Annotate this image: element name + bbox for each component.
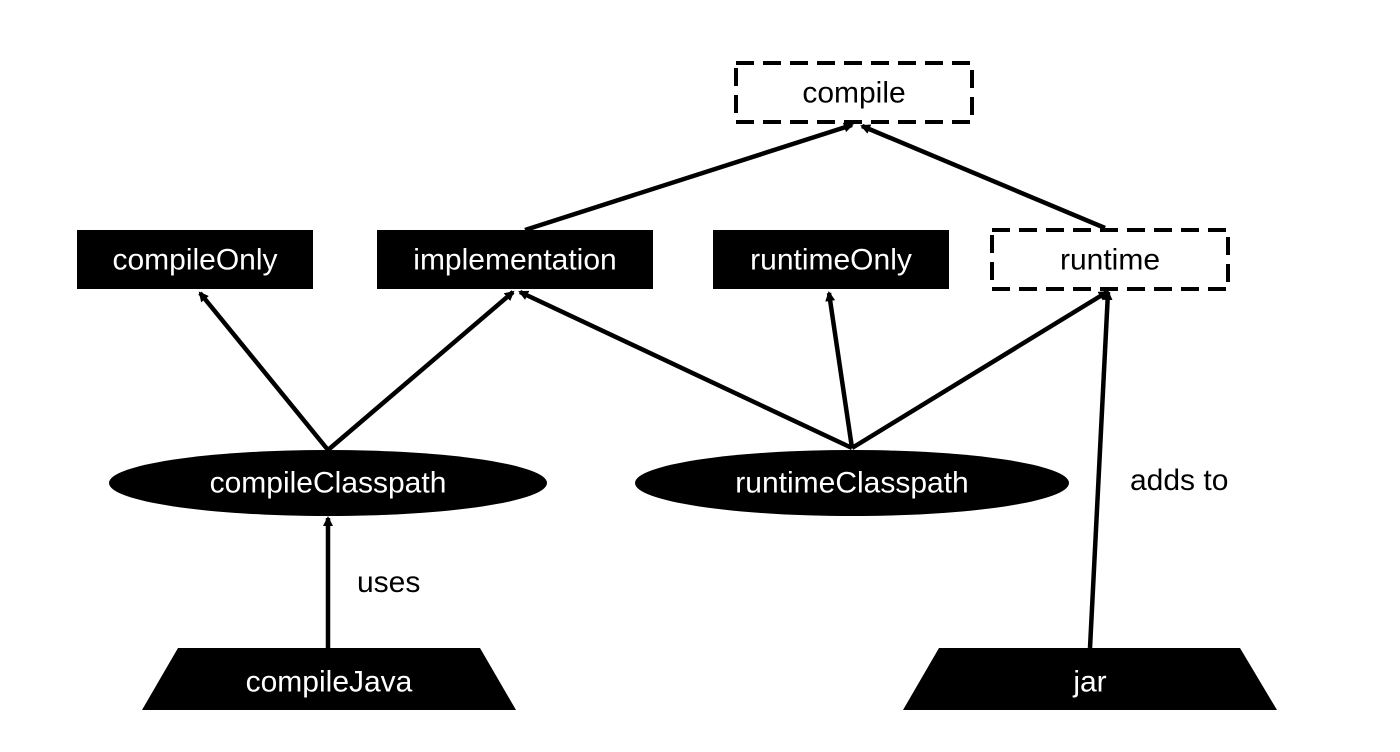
edge-implementation-to-compile xyxy=(524,122,854,233)
edge-runtimeclasspath-to-runtimeonly xyxy=(825,291,855,449)
node-runtime: runtime xyxy=(990,228,1230,291)
node-jar: jar xyxy=(903,648,1277,710)
node-runtime-only: runtimeOnly xyxy=(713,230,949,289)
node-runtime-only-label: runtimeOnly xyxy=(750,244,912,277)
node-compile-classpath-label: compileClasspath xyxy=(210,467,447,500)
edge-compileclasspath-to-implementation xyxy=(326,290,515,452)
node-compile-java: compileJava xyxy=(142,648,516,710)
node-compile-only: compileOnly xyxy=(77,230,313,289)
edge-runtimeclasspath-to-runtime xyxy=(850,290,1109,450)
edge-label-adds-to: adds to xyxy=(1130,464,1228,497)
node-jar-label: jar xyxy=(1072,666,1106,699)
node-compile-java-label: compileJava xyxy=(246,666,413,699)
node-compile-classpath: compileClasspath xyxy=(109,450,547,516)
node-compile-label: compile xyxy=(802,77,905,110)
node-implementation-label: implementation xyxy=(413,244,616,277)
node-compile-only-label: compileOnly xyxy=(112,244,277,277)
node-implementation: implementation xyxy=(377,230,653,289)
node-compile: compile xyxy=(734,61,974,124)
node-runtime-label: runtime xyxy=(1060,244,1160,277)
edge-compileclasspath-to-compileonly xyxy=(198,291,330,452)
edge-label-uses: uses xyxy=(357,566,420,599)
node-runtime-classpath-label: runtimeClasspath xyxy=(735,467,968,500)
edges xyxy=(198,122,1113,649)
edge-jar-to-runtime xyxy=(1087,290,1113,649)
edge-runtime-to-compile xyxy=(860,123,1106,231)
node-runtime-classpath: runtimeClasspath xyxy=(635,450,1069,516)
edge-runtimeclasspath-to-implementation xyxy=(518,289,853,451)
